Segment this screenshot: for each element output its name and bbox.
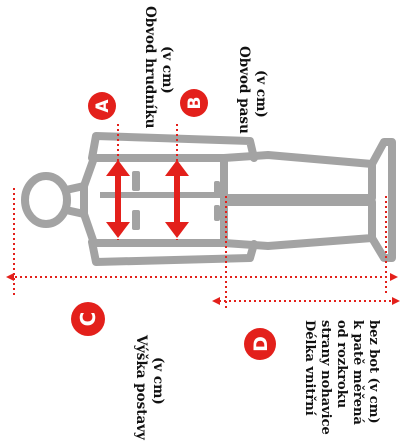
feet-outline (368, 138, 396, 262)
upper-arm-outline (88, 132, 258, 162)
head-outline (21, 172, 71, 228)
badge-c-letter: C (76, 312, 100, 327)
badge-a: A (88, 92, 116, 120)
chest-label: Obvod hrudníku (142, 6, 158, 129)
badge-d-letter: D (250, 336, 272, 352)
badge-b-letter: B (185, 97, 205, 110)
chest-unit: (v cm) (159, 46, 175, 94)
body-silhouette (21, 132, 396, 266)
inseam-label-line-4: k patě měřená (350, 320, 365, 425)
inseam-label-line-2: strany nohavice (318, 320, 333, 435)
height-unit: (v cm) (150, 357, 166, 405)
lower-leg-outline (220, 198, 376, 250)
guide-lines (10, 124, 396, 308)
waist-arrow (165, 160, 189, 238)
upper-leg-outline (220, 151, 376, 202)
guide-arrowheads (6, 273, 400, 305)
inseam-label-line-5: bez bot (v cm) (366, 320, 381, 424)
shirt-details (100, 171, 224, 230)
badge-a-letter: A (93, 99, 113, 113)
inseam-label-line-1: Délka vnitřní (302, 320, 317, 416)
lower-arm-outline (88, 238, 258, 266)
chest-arrow (106, 160, 130, 238)
inseam-arrow-right (392, 297, 400, 305)
torso-outline (80, 154, 228, 247)
height-arrow-right (390, 273, 398, 281)
inseam-label-line-3: od rozkroku (334, 320, 349, 408)
badge-d: D (244, 328, 276, 360)
badge-c: C (71, 302, 105, 336)
height-arrow-left (6, 273, 14, 281)
waist-unit: (v cm) (253, 70, 269, 118)
waist-label: Obvod pasu (236, 46, 252, 134)
inseam-arrow-left (212, 297, 220, 305)
height-label: Výška postavy (133, 334, 149, 441)
badge-b: B (180, 89, 208, 117)
